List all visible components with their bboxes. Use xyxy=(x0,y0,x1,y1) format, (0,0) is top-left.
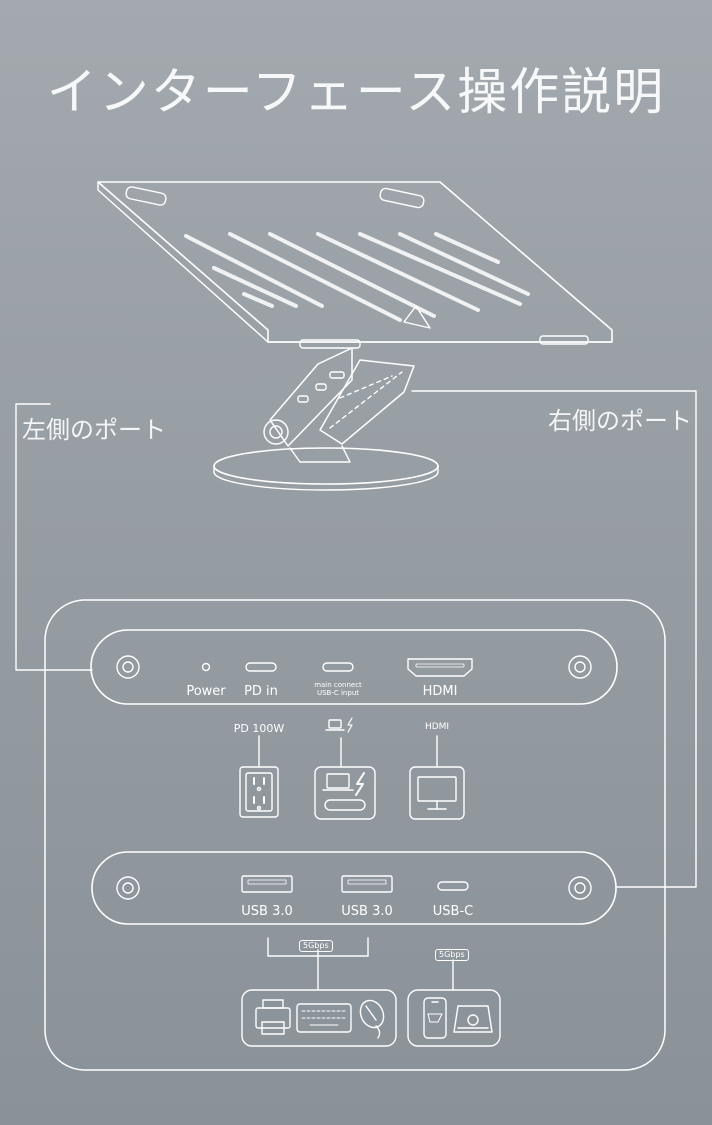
usb30-a-label: USB 3.0 xyxy=(241,904,293,919)
usbc-label: USB-C xyxy=(432,904,474,919)
usb30-bracket xyxy=(267,937,369,991)
left-ports-label: 左側のポート xyxy=(22,416,166,444)
smartphone-icon xyxy=(423,997,447,1039)
hdmi-icon-label: HDMI xyxy=(424,722,450,732)
hdmi-monitor-icon xyxy=(409,735,465,820)
hdmi-port xyxy=(407,658,473,677)
power-port xyxy=(201,662,211,672)
power-port-label: Power xyxy=(186,684,226,699)
left-leader-line xyxy=(15,403,93,671)
pd-in-port-label: PD in xyxy=(244,684,278,699)
pd-in-port xyxy=(245,662,277,672)
power-outlet-icon xyxy=(239,735,279,818)
main-connect-line2: USB-C input xyxy=(316,689,359,697)
printer-icon xyxy=(255,999,291,1035)
main-connect-line1: main connect xyxy=(314,681,362,689)
laptop-stand-illustration xyxy=(97,181,613,491)
top-port-panel xyxy=(90,629,618,705)
usbc-laptop-charging-icon xyxy=(314,766,376,820)
mouse-icon xyxy=(359,999,385,1039)
main-connect-label: main connect USB-C input xyxy=(308,681,368,697)
right-leader-line xyxy=(411,390,697,888)
hdmi-port-label: HDMI xyxy=(422,684,458,699)
usb30-port-a xyxy=(241,875,293,893)
usb30-b-label: USB 3.0 xyxy=(341,904,393,919)
detail-frame xyxy=(44,599,666,1071)
pd-100w-label: PD 100W xyxy=(233,722,285,735)
external-drive-icon xyxy=(453,1005,493,1033)
bottom-port-panel xyxy=(91,851,617,925)
usbc-devices-box xyxy=(407,989,501,1047)
usb30-devices-box xyxy=(241,989,397,1047)
usbc-speed-badge: 5Gbps xyxy=(435,949,469,961)
usbc-port xyxy=(437,881,469,891)
usbc-input-port xyxy=(322,662,354,672)
page-title: インターフェース操作説明 xyxy=(46,63,666,121)
usb30-port-b xyxy=(341,875,393,893)
keyboard-icon xyxy=(296,1003,352,1033)
usb30-speed-badge: 5Gbps xyxy=(299,940,333,952)
right-ports-label: 右側のポート xyxy=(548,407,692,435)
laptop-charge-symbol-icon xyxy=(325,717,353,767)
